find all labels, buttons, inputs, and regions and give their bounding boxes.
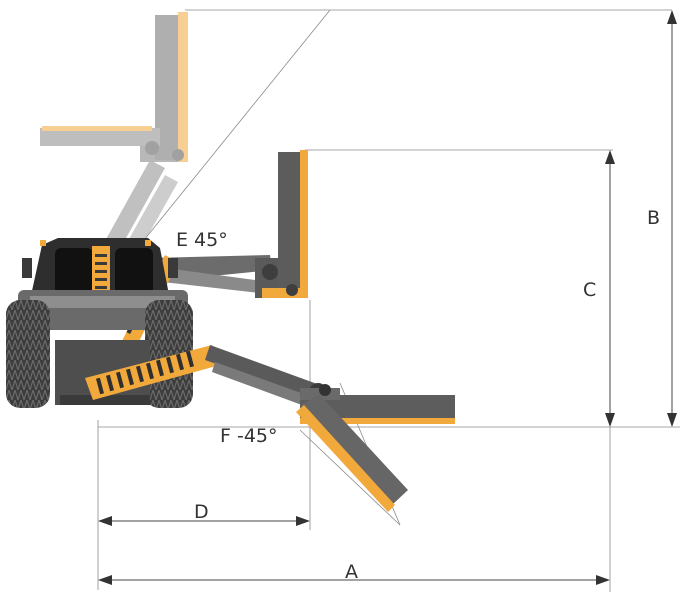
label-f-angle: F -45° — [220, 425, 278, 447]
label-a: A — [345, 561, 358, 583]
label-d: D — [194, 501, 209, 523]
label-e-angle: E 45° — [176, 229, 228, 251]
arm-lower-position — [85, 345, 455, 512]
arm-upper-position — [40, 12, 188, 262]
label-b: B — [647, 207, 660, 229]
tractor — [6, 238, 193, 408]
dimension-lines — [98, 10, 677, 585]
label-c: C — [583, 279, 596, 301]
